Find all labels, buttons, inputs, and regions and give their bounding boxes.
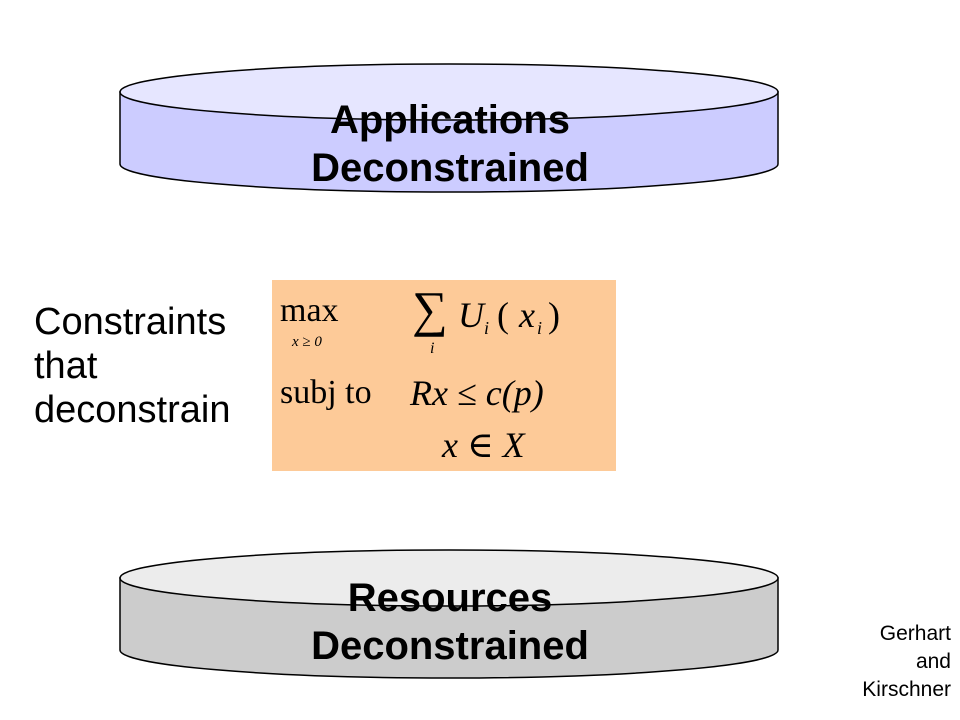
applications-disk-top: [119, 63, 779, 121]
formula-sum-subscript: i: [430, 340, 435, 357]
formula-max-subscript: x ≥ 0: [292, 334, 322, 350]
formula-max: max: [280, 292, 339, 329]
formula-sum-symbol: ∑: [412, 281, 448, 337]
formula-constraint: Rx ≤ c(p): [410, 373, 544, 413]
optimization-formula: max x ≥ 0 ∑ i U i ( x i ) subj to Rx ≤ c…: [272, 280, 616, 471]
formula-utility-U: U: [458, 295, 484, 335]
constraints-label: Constraints that deconstrain: [34, 300, 230, 432]
constraints-label-line3: deconstrain: [34, 389, 231, 431]
applications-title-line1: Applications: [329, 98, 571, 142]
formula-domain: x ∈ X: [442, 425, 525, 465]
formula-x: x: [519, 295, 535, 335]
credit-line1: Gerhart: [879, 622, 951, 645]
credit-line3: Kirschner: [862, 678, 951, 701]
resources-disk-top: [119, 549, 779, 607]
applications-title-line2: Deconstrained: [311, 146, 589, 190]
applications-title: Applications Deconstrained: [220, 96, 680, 192]
credit-line2: and: [915, 650, 951, 673]
resources-title: Resources Deconstrained: [220, 574, 680, 670]
constraints-label-line2: that: [34, 345, 98, 387]
resources-title-line2: Deconstrained: [311, 624, 589, 668]
formula-paren-close: ): [548, 295, 560, 335]
formula-x-subscript: i: [537, 318, 543, 338]
resources-title-line1: Resources: [347, 576, 553, 620]
formula-utility-subscript: i: [484, 318, 490, 338]
constraints-label-line1: Constraints: [34, 301, 227, 343]
credit: Gerhart and Kirschner: [862, 620, 951, 704]
formula-subj-to: subj to: [280, 374, 372, 411]
formula-paren-open: (: [497, 295, 509, 335]
